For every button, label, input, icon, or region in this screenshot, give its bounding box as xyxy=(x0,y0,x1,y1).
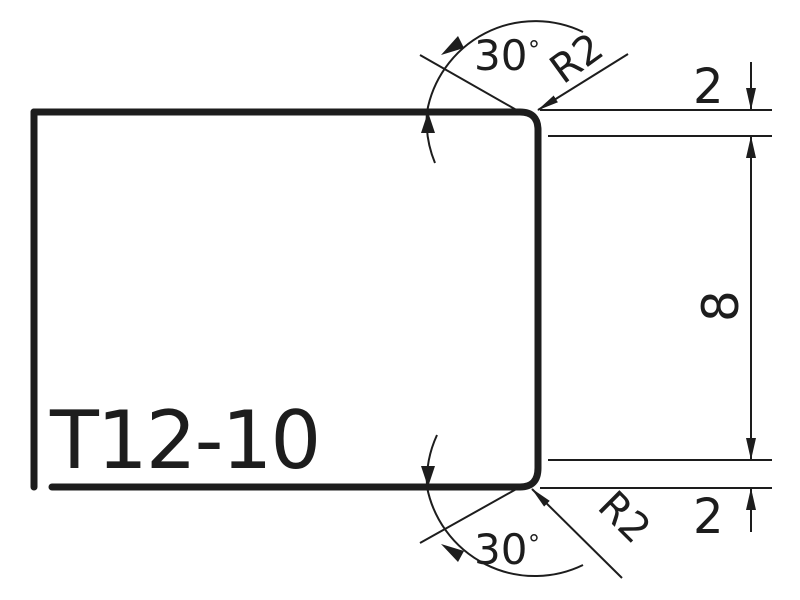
top-angle-arrow-up xyxy=(421,112,435,133)
bottom-angle-arrow-down xyxy=(421,466,435,487)
profile-right-edge xyxy=(48,126,542,491)
top-angle-label: 30 xyxy=(474,31,527,80)
top-angle-arrow-left xyxy=(441,36,464,55)
top-degree-symbol: ° xyxy=(528,36,540,64)
top-angle-arc-upper xyxy=(426,20,584,113)
dimension-top-gap: 2 xyxy=(693,59,724,115)
bottom-angle-label: 30 xyxy=(474,525,527,574)
part-label: T12-10 xyxy=(49,394,319,487)
profile-top-edge xyxy=(30,108,542,134)
profile-outline xyxy=(30,108,542,491)
top-chamfer-line xyxy=(419,54,521,113)
bottom-radius-label: R2 xyxy=(589,483,659,553)
dimension-bottom-gap: 2 xyxy=(693,489,724,545)
dimension-arrows xyxy=(746,88,756,510)
bottom-degree-symbol: ° xyxy=(528,530,540,558)
bottom-angle-arrow-left xyxy=(441,544,464,562)
top-radius-label: R2 xyxy=(542,25,612,94)
dimension-height: 8 xyxy=(692,290,750,322)
bottom-chamfer-line xyxy=(419,486,521,544)
top-angle-arc xyxy=(425,111,436,164)
bottom-radius-leader xyxy=(531,488,623,579)
top-radius-leader xyxy=(537,53,629,111)
top-corner-annotation xyxy=(419,20,629,164)
extension-lines xyxy=(540,109,772,489)
bottom-angle-arc-lower xyxy=(426,486,584,578)
